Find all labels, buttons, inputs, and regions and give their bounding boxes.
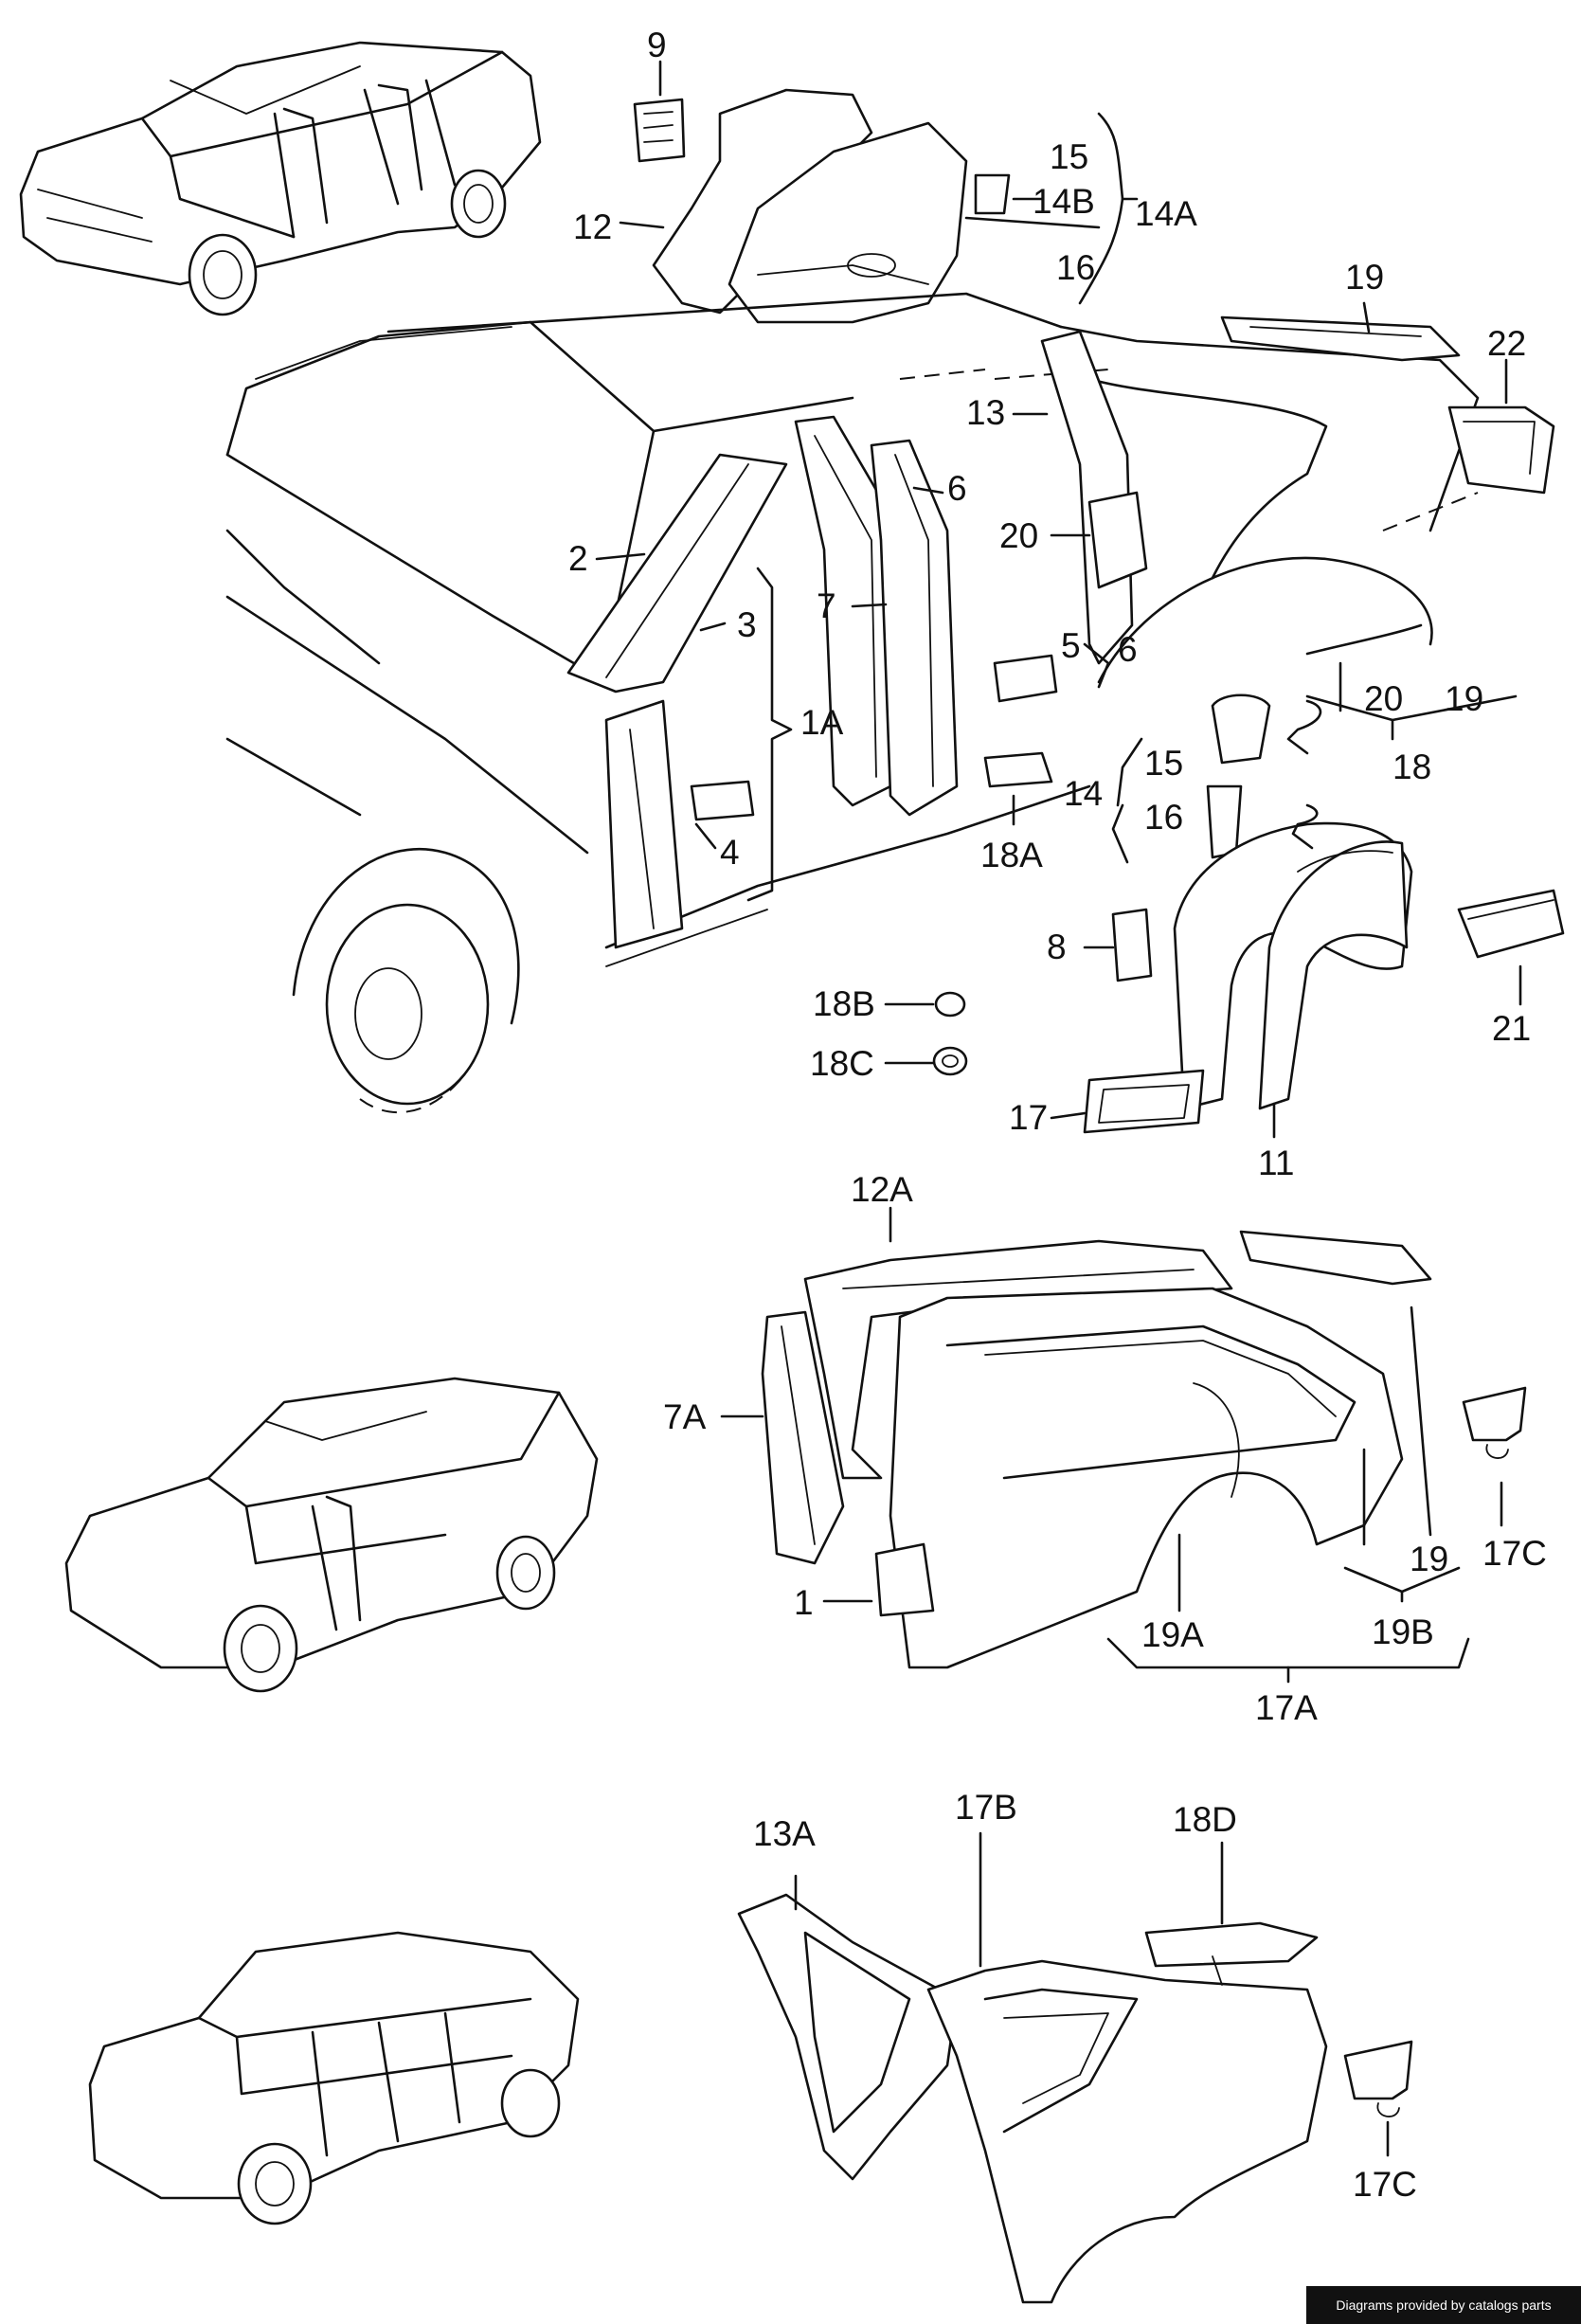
label-19-lower: 19	[1410, 1540, 1448, 1578]
label-1a: 1A	[800, 703, 844, 742]
label-19-top: 19	[1345, 258, 1384, 297]
top-parts-group	[619, 60, 1139, 324]
label-15-mid: 15	[1144, 744, 1183, 783]
label-18c: 18C	[810, 1044, 874, 1083]
label-19a: 19A	[1141, 1615, 1204, 1654]
label-6-lower: 6	[1118, 630, 1138, 669]
label-6-upper: 6	[947, 469, 967, 508]
coupe-thumbnail-middle	[64, 1377, 599, 1693]
label-15-top: 15	[1050, 137, 1088, 176]
hatchback-thumbnail-top	[19, 41, 542, 316]
sedan-side-panel-parts	[737, 1893, 1413, 2304]
label-18b: 18B	[813, 984, 875, 1023]
label-17b: 17B	[955, 1788, 1017, 1827]
label-1: 1	[794, 1583, 814, 1622]
label-22: 22	[1487, 324, 1526, 363]
label-16-mid: 16	[1144, 798, 1183, 837]
label-16-top: 16	[1056, 248, 1095, 287]
label-12: 12	[573, 207, 612, 246]
label-13: 13	[966, 393, 1005, 432]
label-8: 8	[1047, 928, 1067, 966]
wheel-arch-parts	[932, 821, 1565, 1134]
label-13a: 13A	[753, 1814, 816, 1853]
label-14b: 14B	[1033, 182, 1095, 221]
label-17: 17	[1009, 1098, 1048, 1137]
label-7: 7	[817, 586, 836, 625]
label-17a: 17A	[1255, 1688, 1318, 1727]
label-3: 3	[737, 605, 757, 644]
pillar-parts	[566, 315, 1555, 949]
coupe-side-panel-parts	[761, 1230, 1527, 1669]
label-20-upper: 20	[999, 516, 1038, 555]
label-19b: 19B	[1372, 1612, 1434, 1651]
label-9: 9	[647, 26, 667, 64]
label-11: 11	[1258, 1144, 1294, 1182]
label-21: 21	[1492, 1009, 1531, 1048]
label-14a: 14A	[1135, 194, 1197, 233]
label-5: 5	[1061, 626, 1081, 665]
main-car-outline	[225, 292, 1480, 1114]
label-2: 2	[568, 539, 588, 578]
label-18d: 18D	[1173, 1800, 1237, 1839]
label-18a: 18A	[980, 836, 1043, 874]
sedan-thumbnail-bottom	[88, 1931, 580, 2225]
leader-lines	[595, 301, 1522, 2157]
callout-labels: 9 12 15 14B 14A 16 19 22 13 6 2 3 7 20 5…	[568, 26, 1547, 2204]
label-12a: 12A	[851, 1170, 913, 1209]
credit-footer: Diagrams provided by catalogs parts	[1306, 2286, 1581, 2324]
label-17c-bottom: 17C	[1353, 2165, 1417, 2204]
label-4: 4	[720, 833, 740, 872]
label-7a: 7A	[663, 1397, 707, 1436]
label-20-lower: 20	[1364, 679, 1403, 718]
label-19-mid: 19	[1445, 679, 1483, 718]
label-14: 14	[1064, 774, 1103, 813]
label-17c-middle: 17C	[1482, 1534, 1547, 1573]
label-18: 18	[1392, 748, 1431, 786]
